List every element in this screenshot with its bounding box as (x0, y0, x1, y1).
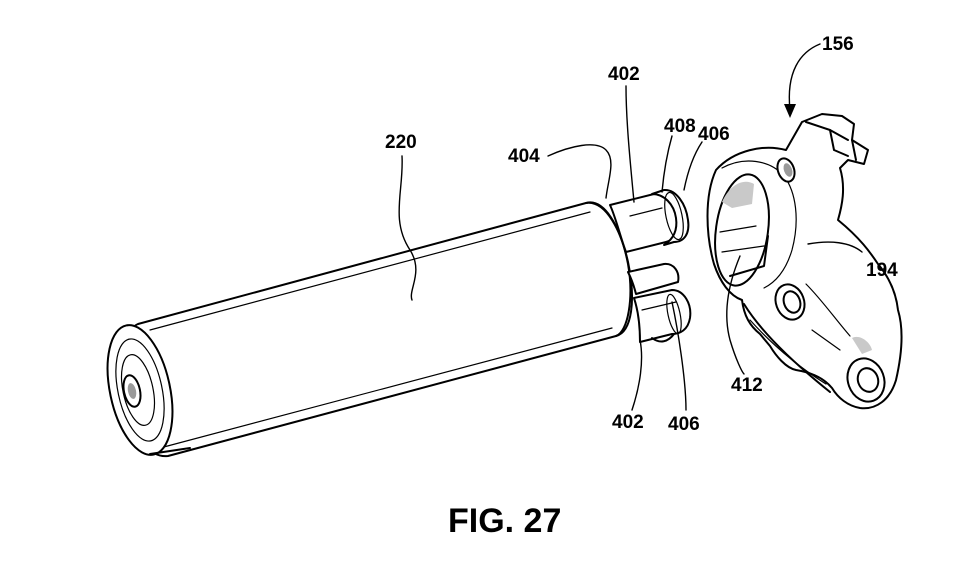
lower-finger-402 (627, 262, 692, 343)
label-156: 156 (822, 34, 854, 55)
cylinder-220 (106, 201, 633, 458)
label-404: 404 (508, 146, 540, 167)
label-194: 194 (866, 260, 898, 281)
clamp-bracket-156 (706, 113, 903, 410)
label-402-top: 402 (608, 64, 640, 85)
label-220: 220 (385, 132, 417, 153)
label-408: 408 (664, 116, 696, 137)
reference-labels: 156 220 402 404 408 406 194 412 402 406 (385, 34, 898, 435)
leader-lines (398, 43, 863, 411)
label-406-bottom: 406 (668, 414, 700, 435)
label-406-top: 406 (698, 124, 730, 145)
label-412: 412 (731, 375, 763, 396)
upper-finger-402 (609, 189, 690, 253)
figure-caption: FIG. 27 (448, 502, 561, 540)
label-402-bottom: 402 (612, 412, 644, 433)
